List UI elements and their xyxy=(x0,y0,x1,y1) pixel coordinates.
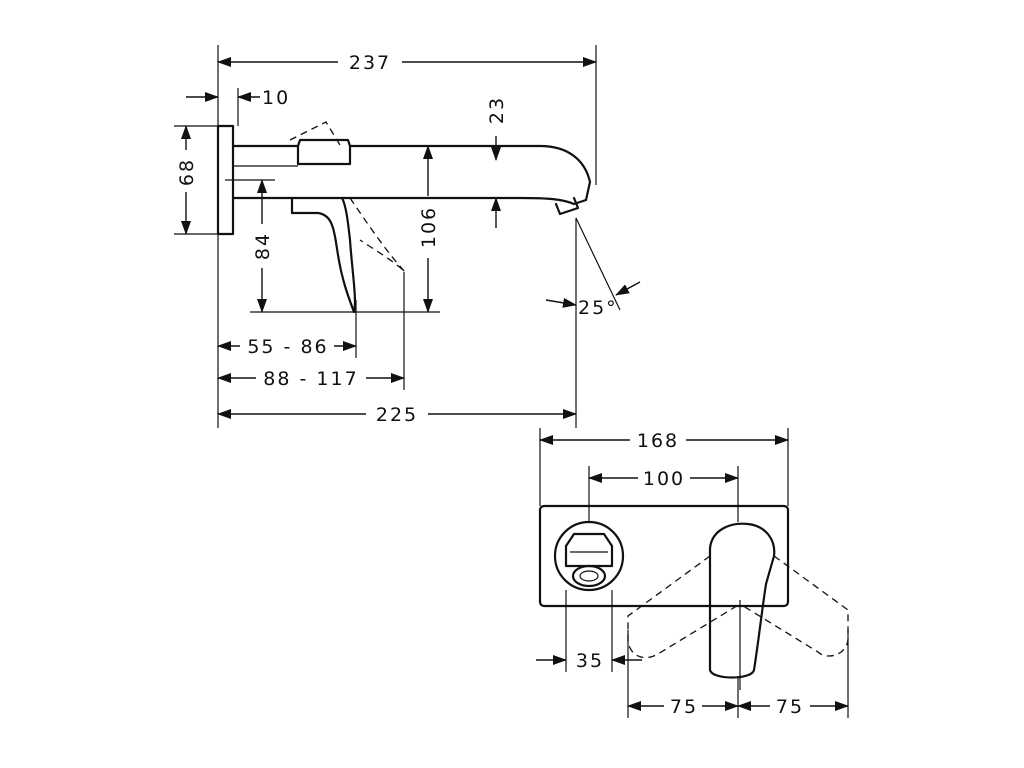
spout-outlet xyxy=(554,196,580,216)
lever-front xyxy=(708,522,776,679)
dim-swing-right: 75 xyxy=(776,696,804,718)
dim-plate-width: 168 xyxy=(637,430,679,452)
dim-lever-swing-reach: 88 - 117 xyxy=(263,368,358,390)
dim-spout-height: 23 xyxy=(486,96,508,124)
dim-center-distance: 100 xyxy=(643,468,685,490)
dim-spray-angle: 25° xyxy=(578,297,618,319)
lever-phantom-up xyxy=(289,121,341,146)
dim-lever-reach: 55 - 86 xyxy=(247,336,328,358)
dim-swing-left: 75 xyxy=(670,696,698,718)
lever-handle xyxy=(290,196,357,314)
front-view: 168 100 35 75 75 xyxy=(536,428,849,718)
dim-rosette-depth: 10 xyxy=(262,87,290,109)
cartridge-cap xyxy=(296,138,352,166)
dim-overall-projection: 237 xyxy=(349,52,391,74)
lever-phantom-swing xyxy=(349,197,406,273)
dim-handle-offset: 35 xyxy=(576,650,604,672)
dim-rosette-height: 68 xyxy=(176,158,198,186)
wall-plate xyxy=(538,504,790,608)
side-view: 237 10 68 23 84 106 55 - 86 88 - 117 225 xyxy=(174,45,641,428)
dim-spout-projection: 225 xyxy=(376,404,418,426)
spout-body xyxy=(231,144,592,206)
dim-lever-height: 84 xyxy=(252,232,274,260)
aerator xyxy=(571,564,607,588)
lever-swing-left xyxy=(627,555,741,659)
dim-clearance-height: 106 xyxy=(418,206,440,248)
